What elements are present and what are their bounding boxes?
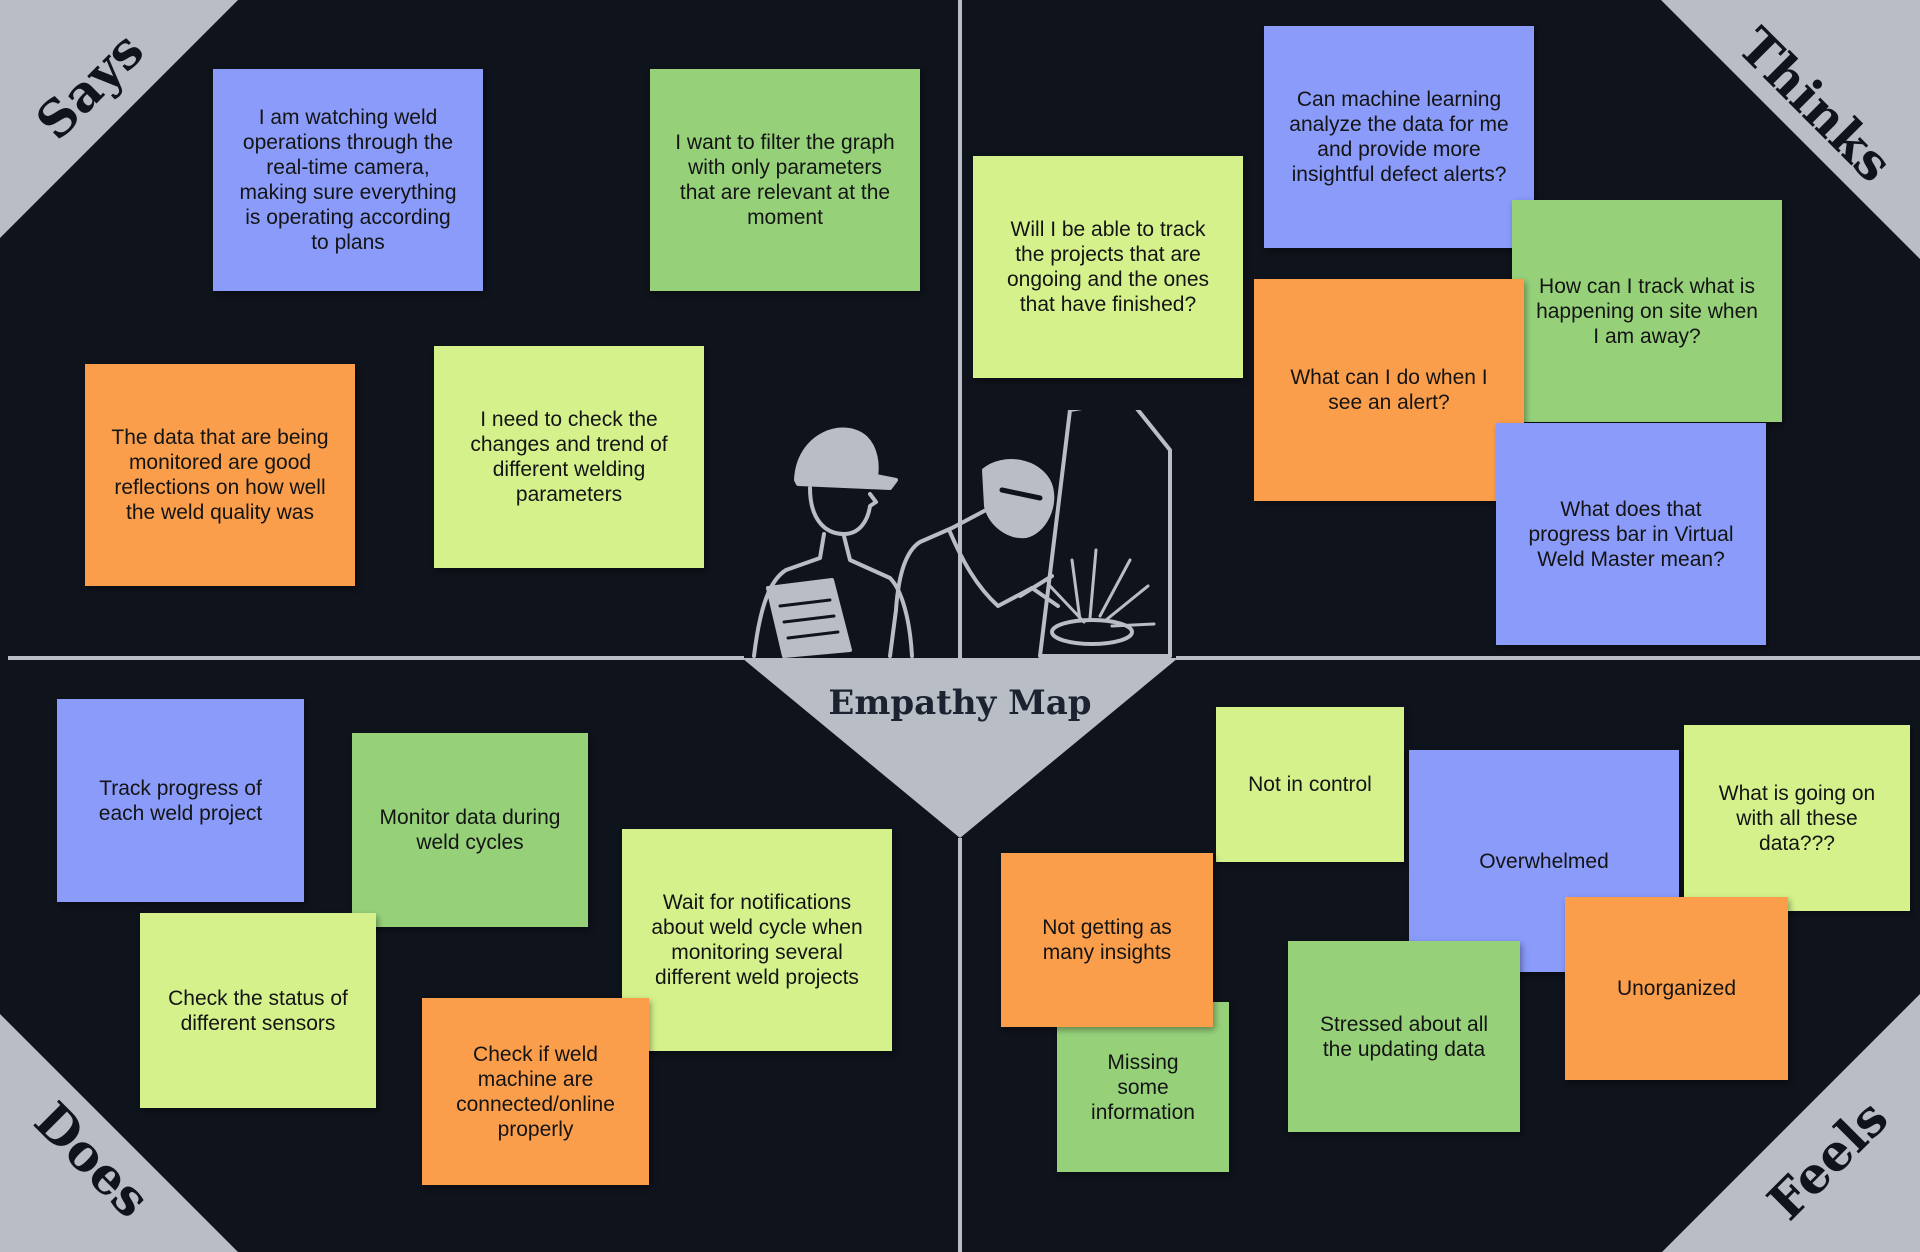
note-text: Not getting as many insights [1042, 916, 1172, 964]
note-text: Track progress of each weld project [98, 776, 263, 825]
welding-mask-icon [982, 459, 1055, 539]
sticky-note-thinks[interactable]: What does that progress bar in Virtual W… [1496, 423, 1766, 645]
note-text: Monitor data during weld cycles [379, 806, 561, 854]
note-text: Will I be able to track the projects tha… [1006, 218, 1209, 316]
sticky-note-does[interactable]: Check the status of different sensors [140, 913, 376, 1108]
note-text: Check if weld machine are connected/onli… [456, 1042, 615, 1141]
note-text: Overwhelmed [1479, 849, 1609, 873]
note-text: Can machine learning analyze the data fo… [1289, 88, 1509, 186]
sticky-note-says[interactable]: The data that are being monitored are go… [85, 364, 355, 586]
says-corner [0, 0, 238, 238]
sticky-note-thinks[interactable]: What can I do when I see an alert? [1254, 279, 1524, 501]
thinks-corner [1661, 0, 1920, 259]
note-text: What does that progress bar in Virtual W… [1528, 497, 1734, 571]
note-text: Check the status of different sensors [168, 986, 348, 1035]
sticky-note-feels[interactable]: Not getting as many insights [1001, 853, 1213, 1027]
feels-corner [1662, 994, 1920, 1252]
sticky-note-feels[interactable]: What is going on with all these data??? [1684, 725, 1910, 911]
sticky-note-says[interactable]: I want to filter the graph with only par… [650, 69, 920, 291]
sticky-note-does[interactable]: Track progress of each weld project [57, 699, 304, 902]
sticky-note-feels[interactable]: Missing some information [1057, 1002, 1229, 1172]
note-text: What can I do when I see an alert? [1290, 366, 1488, 414]
sticky-note-does[interactable]: Monitor data during weld cycles [352, 733, 588, 927]
sticky-note-feels[interactable]: Stressed about all the updating data [1288, 941, 1520, 1132]
welders-illustration [752, 410, 1172, 658]
note-text: I want to filter the graph with only par… [675, 131, 895, 229]
hard-hat-icon [794, 427, 898, 490]
note-text: Wait for notifications about weld cycle … [651, 891, 863, 989]
sticky-note-says[interactable]: I need to check the changes and trend of… [434, 346, 704, 568]
sticky-note-feels[interactable]: Unorganized [1565, 897, 1788, 1080]
empathy-map-title: Empathy Map [828, 683, 1092, 723]
sticky-note-does[interactable]: Wait for notifications about weld cycle … [622, 829, 892, 1051]
note-text: I am watching weld operations through th… [239, 106, 457, 254]
sticky-note-does[interactable]: Check if weld machine are connected/onli… [422, 998, 649, 1185]
vertical-divider-bottom [958, 838, 962, 1252]
note-text: Stressed about all the updating data [1319, 1012, 1489, 1061]
sticky-note-thinks[interactable]: Can machine learning analyze the data fo… [1264, 26, 1534, 248]
note-text: I need to check the changes and trend of… [470, 408, 668, 506]
sticky-note-says[interactable]: I am watching weld operations through th… [213, 69, 483, 291]
note-text: The data that are being monitored are go… [111, 426, 329, 524]
does-corner [0, 1014, 238, 1252]
note-text: Not in control [1248, 773, 1372, 796]
horizontal-divider-right [1176, 656, 1920, 660]
horizontal-divider-left [8, 656, 744, 660]
note-text: How can I track what is happening on sit… [1536, 274, 1758, 348]
note-text: What is going on with all these data??? [1718, 781, 1876, 855]
sticky-note-thinks[interactable]: Will I be able to track the projects tha… [973, 156, 1243, 378]
note-text: Unorganized [1616, 977, 1737, 1000]
note-text: Missing some information [1091, 1050, 1195, 1124]
sticky-note-thinks[interactable]: How can I track what is happening on sit… [1512, 200, 1782, 422]
vertical-divider-top [958, 0, 962, 660]
sticky-note-feels[interactable]: Not in control [1216, 707, 1404, 862]
